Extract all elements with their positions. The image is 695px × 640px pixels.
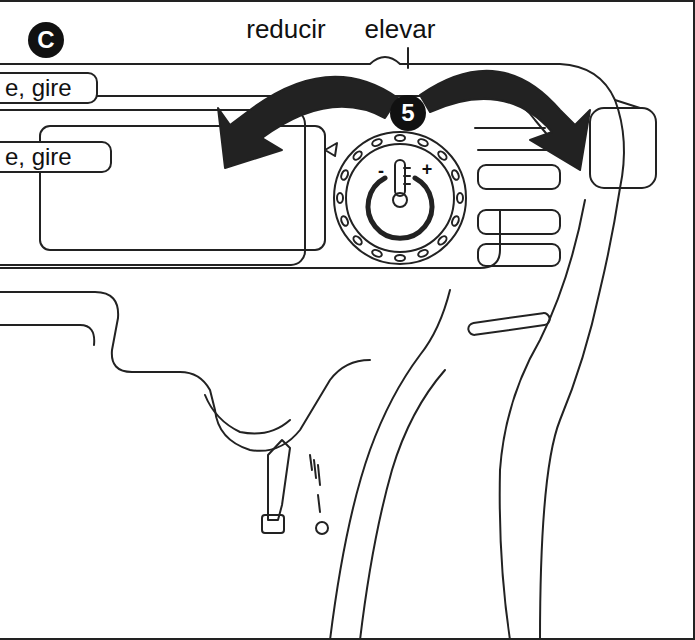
callout-circle: 5 xyxy=(390,95,426,131)
vent xyxy=(478,210,560,234)
direction-label: reducir xyxy=(246,16,325,42)
label-tab: e, gire xyxy=(0,72,98,104)
dial-sign: + xyxy=(422,160,433,178)
trigger-body xyxy=(180,360,370,451)
knurl-bump xyxy=(352,235,363,246)
thermometer-tick xyxy=(404,183,410,185)
knurl-bump xyxy=(437,235,448,246)
knurl-bump xyxy=(451,215,460,227)
lower-body xyxy=(0,292,180,372)
knurl-bump xyxy=(417,138,429,147)
thermometer xyxy=(395,160,405,196)
switch-lever xyxy=(268,440,290,520)
direction-label: elevar xyxy=(365,16,436,42)
thermometer-bulb xyxy=(393,193,407,207)
callout-circle: C xyxy=(28,22,64,58)
label-tab: e, gire xyxy=(0,141,112,173)
dial-knurling xyxy=(337,135,463,261)
dial-outer xyxy=(334,132,466,264)
switch-mark xyxy=(318,465,320,485)
vent-slot xyxy=(468,312,551,335)
step-label: e, gire xyxy=(5,145,72,169)
handle-front xyxy=(540,188,620,640)
knurl-bump xyxy=(340,169,349,181)
switch-mark xyxy=(318,495,320,512)
knurl-bump xyxy=(340,215,349,227)
knurl-bump xyxy=(451,169,460,181)
knurl-bump xyxy=(371,249,383,258)
knurl-bump xyxy=(457,193,463,203)
knurl-bump xyxy=(395,255,405,261)
leader-line xyxy=(407,48,409,68)
handle-back-inner xyxy=(360,370,445,640)
callout-number: 5 xyxy=(401,101,414,125)
dial-sign: - xyxy=(378,162,384,180)
trigger-guard xyxy=(205,395,290,434)
dial-ring xyxy=(346,144,454,252)
knurl-bump xyxy=(371,138,383,147)
vent xyxy=(478,165,560,189)
dial-arc xyxy=(368,178,432,238)
knurl-bump xyxy=(437,150,448,161)
nozzle-ring xyxy=(615,100,624,188)
knurl-bump xyxy=(337,193,343,203)
arrow-raise xyxy=(420,71,590,170)
thermometer-tick xyxy=(404,167,410,169)
lower-body-inner xyxy=(0,325,94,345)
knurl-bump xyxy=(395,135,405,141)
step-label: e, gire xyxy=(5,76,72,100)
switch-base xyxy=(262,515,284,533)
switch-dot xyxy=(316,522,328,534)
handle-back xyxy=(330,290,450,640)
switch-mark xyxy=(314,460,316,478)
vent xyxy=(478,244,560,266)
arrow-reduce xyxy=(218,77,398,168)
thermometer-tick xyxy=(404,175,410,177)
knurl-bump xyxy=(417,249,429,258)
knurl-bump xyxy=(352,150,363,161)
callout-number: C xyxy=(37,28,54,52)
marker-triangle xyxy=(325,143,337,156)
switch-mark xyxy=(310,455,312,470)
